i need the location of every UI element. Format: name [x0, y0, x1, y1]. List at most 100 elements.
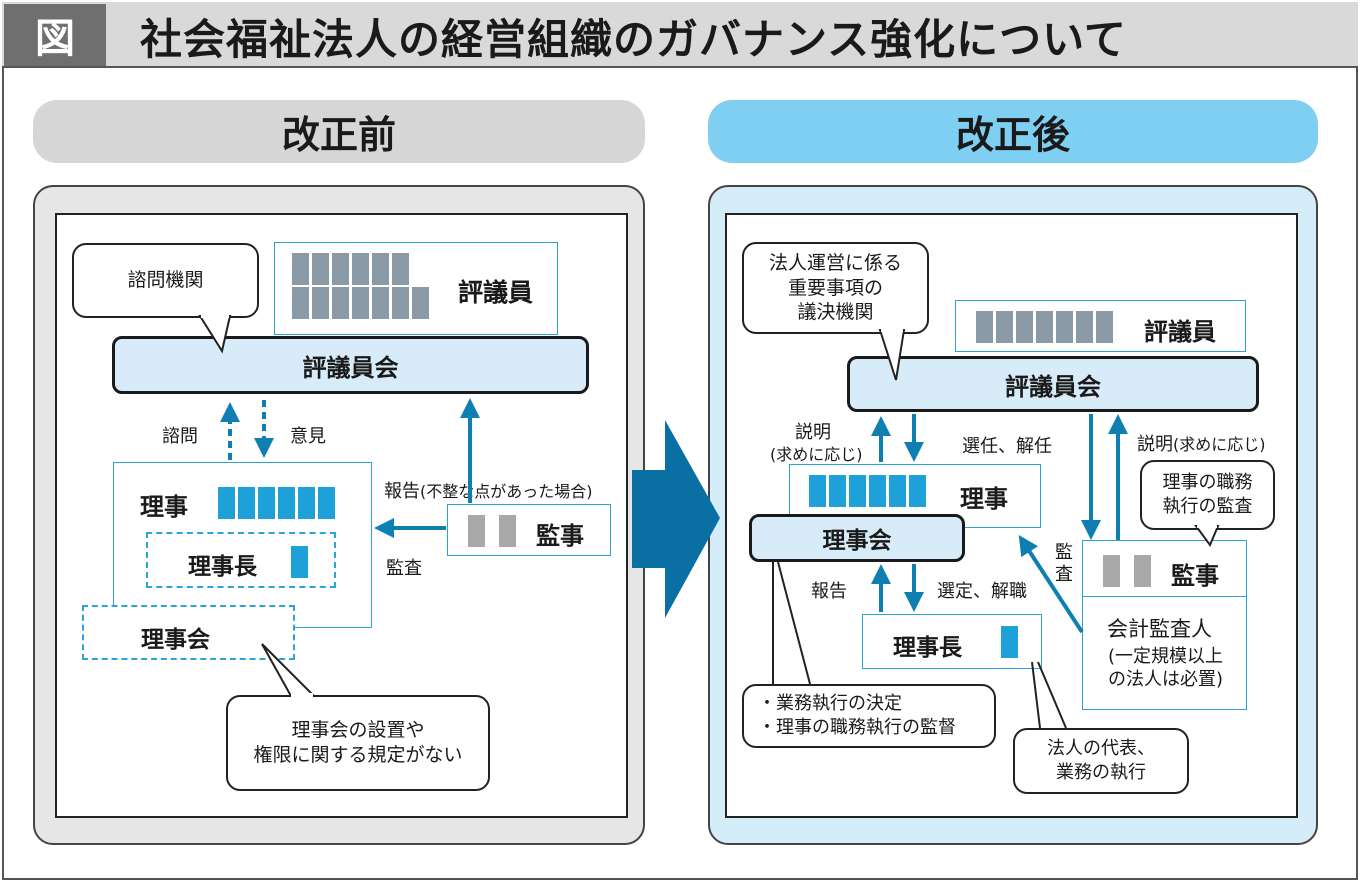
sentei-kaishoku-label: 選定、解職: [937, 581, 1027, 602]
kaikei-label: 会計監査人: [1107, 617, 1212, 641]
after-decision-callout: 法人運営に係る 重要事項の 議決機関: [742, 242, 929, 334]
before-rijicho-box: 理事長: [146, 532, 336, 588]
rijicho-role-line: 業務の執行: [1056, 762, 1146, 783]
kanji-callout-line: 執行の監査: [1162, 496, 1253, 517]
before-advisory-callout: 諮問機関: [72, 243, 259, 318]
person-icon: [809, 475, 826, 507]
after-setsumei-left: 説明: [795, 422, 831, 443]
person-icon: [372, 287, 389, 319]
before-rijikai-callout: 理事会の設置や 権限に関する規定がない: [226, 695, 490, 791]
after-houkoku-label: 報告: [811, 581, 847, 602]
person-icon: [372, 253, 389, 285]
person-icon: [352, 253, 369, 285]
houkoku-label: 報告(不整な点があった場合): [384, 477, 593, 503]
after-kanji-kaikei-box: 監事 会計監査人 (一定規模以上 の法人は必置): [1082, 540, 1247, 710]
person-icon: [1036, 311, 1053, 343]
kaikei-note-line: (一定規模以上: [1107, 646, 1224, 667]
person-icon: [869, 475, 886, 507]
person-icon: [996, 311, 1013, 343]
after-hyogiin-box: 評議員: [955, 300, 1246, 352]
houkoku-text: 報告: [384, 481, 420, 502]
person-icon: [318, 487, 335, 519]
person-icon: [1016, 311, 1033, 343]
person-icon: [889, 475, 906, 507]
person-icon: [1001, 626, 1018, 658]
after-rijikai-callout: ・業務執行の決定 ・理事の職務執行の監督: [742, 684, 996, 748]
kanji-callout-line: 理事の職務: [1162, 472, 1253, 494]
after-kansa-vertical: 監査: [1055, 542, 1073, 585]
hyogiin-label: 評議員: [458, 278, 534, 307]
after-hyogiin-people: [976, 311, 1116, 343]
person-icon: [278, 487, 295, 519]
person-icon: [499, 515, 516, 547]
after-kanji-people: [1103, 555, 1154, 587]
after-setsumei-right: 説明(求めに応じ): [1137, 430, 1266, 456]
rijicho-label: 理事長: [188, 554, 257, 580]
kaikei-note: (一定規模以上 の法人は必置): [1093, 645, 1238, 692]
after-rijicho-callout: 法人の代表、 業務の執行: [1013, 728, 1189, 794]
before-rijikai-label: 理事会: [141, 627, 210, 653]
rijikai-callout-line: 理事会の設置や: [291, 718, 425, 741]
kanji-duty-callout: 理事の職務 執行の監査: [1140, 460, 1275, 530]
person-icon: [1103, 555, 1120, 587]
person-icon: [976, 311, 993, 343]
rijikai-role-line: ・業務執行の決定: [758, 693, 902, 715]
after-hyogiinkai: 評議員会: [847, 356, 1259, 412]
person-icon: [829, 475, 846, 507]
decision-callout-line: 議決機関: [797, 301, 874, 324]
kaikei-note-line: の法人は必置): [1107, 669, 1224, 691]
kanji-kaikei-divider: [1083, 596, 1246, 597]
setsumei-right-text: 説明: [1137, 434, 1173, 455]
person-icon: [412, 287, 429, 319]
person-icon: [849, 475, 866, 507]
person-icon: [291, 546, 308, 578]
person-icon: [298, 487, 315, 519]
before-kanji-label: 監事: [536, 522, 584, 550]
rijikai-callout-line: 権限に関する規定がない: [253, 744, 463, 766]
person-icon: [1076, 311, 1093, 343]
decision-callout-line: 法人運営に係る: [768, 251, 902, 274]
after-kanji-label: 監事: [1171, 562, 1219, 590]
houkoku-condition: (不整な点があった場合): [420, 482, 593, 501]
advisory-callout-text: 諮問機関: [127, 268, 204, 291]
after-label: 改正後: [708, 100, 1318, 163]
person-icon: [1096, 311, 1113, 343]
before-hyogiin-box: 評議員: [274, 242, 558, 335]
after-rijicho-person: [1001, 626, 1021, 662]
person-icon: [392, 253, 409, 285]
setsumei-right-note: (求めに応じ): [1173, 435, 1266, 454]
person-icon: [312, 253, 329, 285]
person-icon: [1134, 555, 1151, 587]
person-icon: [392, 287, 409, 319]
iken-label: 意見: [290, 426, 326, 447]
person-icon: [332, 287, 349, 319]
person-icon: [258, 487, 275, 519]
person-icon: [292, 287, 309, 319]
after-hyogiin-label: 評議員: [1144, 318, 1216, 346]
person-icon: [332, 253, 349, 285]
riji-label: 理事: [140, 493, 188, 521]
rijikai-role-line: ・理事の職務執行の監督: [758, 717, 956, 738]
person-icon: [238, 487, 255, 519]
person-icon: [218, 487, 235, 519]
after-setsumei-left-note: (求めに応じ): [770, 445, 863, 464]
after-riji-label: 理事: [960, 485, 1008, 513]
figure-marker: 図: [4, 4, 106, 66]
person-icon: [312, 287, 329, 319]
person-icon: [352, 287, 369, 319]
decision-callout-line: 重要事項の: [787, 276, 883, 299]
person-icon: [1056, 311, 1073, 343]
kanji-people-group: [468, 515, 519, 547]
riji-people-group: [218, 487, 338, 519]
after-rijicho-box: 理事長: [862, 614, 1042, 669]
header-bar: [2, 2, 1358, 68]
after-riji-people: [809, 475, 929, 507]
before-kanji-box: 監事: [447, 504, 611, 556]
before-hyogiinkai: 評議員会: [112, 336, 589, 394]
kansa-label: 監査: [386, 558, 422, 579]
rijicho-person-group: [291, 546, 311, 582]
shimon-label: 諮問: [162, 426, 198, 447]
person-icon: [468, 515, 485, 547]
person-icon: [909, 475, 926, 507]
page-title: 社会福祉法人の経営組織のガバナンス強化について: [140, 14, 1127, 64]
